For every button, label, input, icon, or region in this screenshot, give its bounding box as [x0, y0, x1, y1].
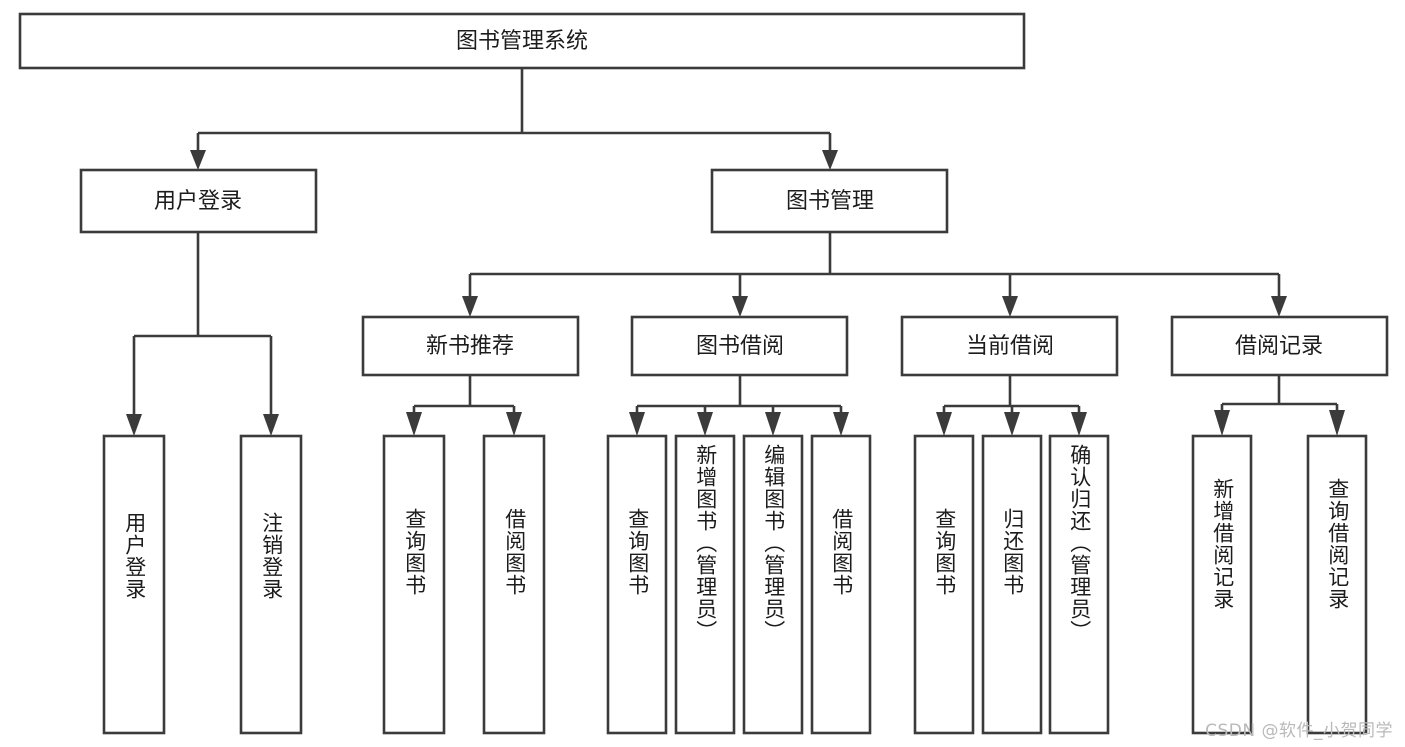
node-current-borrow-label: 当前借阅: [966, 334, 1054, 359]
arrow-bb-leaf-3: [765, 412, 781, 436]
node-user-login[interactable]: [79, 168, 318, 234]
node-user-login-label: 用户登录: [154, 189, 242, 214]
leaf-box-return-book[interactable]: [981, 434, 1043, 735]
leaf-layer: [102, 434, 1368, 735]
node-new-book-recommend-label: 新书推荐: [426, 334, 514, 359]
node-borrow-record-label: 借阅记录: [1235, 334, 1323, 359]
arrow-cb-leaf-2: [1004, 412, 1020, 436]
arrow-root-to-user-login: [190, 150, 206, 170]
leaf-box-query-book-1[interactable]: [382, 434, 446, 735]
arrow-bb-leaf-1: [629, 412, 645, 436]
leaf-box-borrow-book-2[interactable]: [810, 434, 872, 735]
arrow-cb-leaf-1: [936, 412, 952, 436]
leaf-box-query-book-2[interactable]: [606, 434, 668, 735]
leaf-box-user-login[interactable]: [102, 434, 166, 735]
node-root-system[interactable]: [18, 12, 1026, 70]
node-current-borrow[interactable]: [900, 315, 1119, 377]
arrow-user-login-leaf-1: [126, 414, 142, 436]
arrow-bm-to-current-borrow: [1002, 296, 1018, 317]
node-book-management-label: 图书管理: [786, 189, 874, 214]
node-book-management[interactable]: [710, 168, 949, 234]
node-layer: 图书管理系统 用户登录 图书管理 新书推荐 图书借阅 当前借阅 借阅记录: [18, 12, 1389, 377]
arrow-bm-to-new-book: [462, 296, 478, 317]
node-borrow-record[interactable]: [1170, 315, 1389, 377]
node-book-borrow-label: 图书借阅: [696, 334, 784, 359]
arrow-br-leaf-2: [1329, 410, 1345, 436]
arrow-cb-leaf-3: [1071, 412, 1087, 436]
node-root-system-label: 图书管理系统: [456, 29, 588, 54]
leaf-box-edit-book-admin[interactable]: [742, 434, 804, 735]
leaf-box-logout-login[interactable]: [239, 434, 303, 735]
leaf-box-query-borrow-record[interactable]: [1306, 434, 1368, 735]
arrow-br-leaf-1: [1214, 410, 1230, 436]
arrow-bm-to-book-borrow: [732, 296, 748, 317]
leaf-box-add-book-admin[interactable]: [674, 434, 736, 735]
arrow-bb-leaf-4: [833, 412, 849, 436]
arrow-new-book-leaf-2: [506, 412, 522, 436]
connector-layer: [126, 68, 1345, 436]
leaf-box-borrow-book-1[interactable]: [482, 434, 546, 735]
leaf-box-add-borrow-record[interactable]: [1191, 434, 1253, 735]
node-new-book-recommend[interactable]: [361, 315, 580, 377]
leaf-box-query-book-3[interactable]: [913, 434, 975, 735]
arrow-new-book-leaf-1: [406, 412, 422, 436]
leaf-box-confirm-return-admin[interactable]: [1048, 434, 1110, 735]
node-book-borrow[interactable]: [630, 315, 849, 377]
arrow-root-to-book-management: [822, 150, 838, 170]
arrow-user-login-leaf-2: [263, 414, 279, 436]
arrow-bm-to-borrow-record: [1271, 296, 1287, 317]
arrow-bb-leaf-2: [697, 412, 713, 436]
watermark-label: CSDN @软件_小贺同学: [1205, 721, 1393, 741]
